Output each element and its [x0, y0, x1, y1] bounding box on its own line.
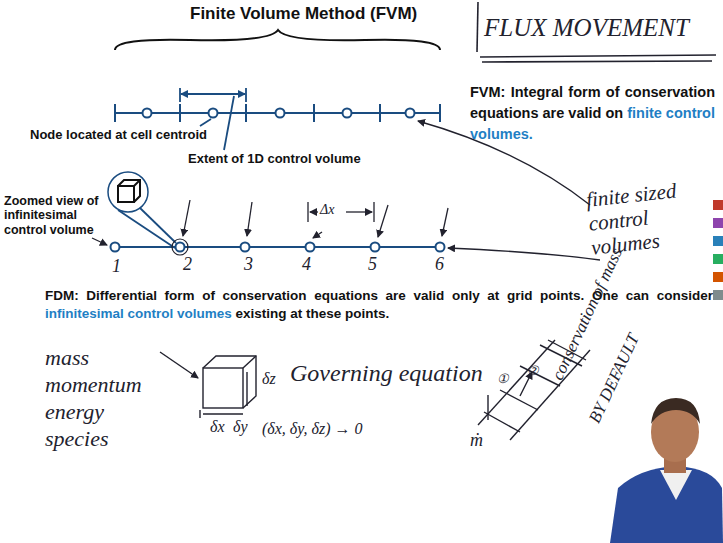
zoomed-cube — [108, 172, 188, 255]
dimension-label: δy — [233, 418, 248, 436]
handwritten-frame — [477, 2, 716, 62]
handwritten-heading: FLUX MOVEMENT — [484, 14, 689, 43]
dimension-label: Δx — [320, 202, 334, 218]
text-paragraph: FVM: Integral form of conservation equat… — [470, 82, 715, 145]
slide-title: Finite Volume Method (FVM) — [190, 4, 417, 24]
handwritten-note: finite sized control volumes — [585, 175, 712, 260]
brace — [115, 30, 440, 50]
fdm-grid — [111, 243, 445, 252]
node-number: 4 — [302, 254, 311, 275]
hand-arrows — [92, 200, 448, 245]
node-number: 1 — [112, 256, 121, 277]
handwritten-note: mass — [45, 345, 89, 370]
flow-symbol: ṁ — [470, 430, 483, 451]
handwritten-note: momentum — [45, 372, 142, 397]
node-number: 3 — [244, 254, 253, 275]
paragraph-text: existing at these points. — [236, 306, 390, 321]
handwritten-note: species — [45, 426, 109, 451]
handwritten-note: BY DEFAULT — [585, 331, 643, 426]
handwritten-formula: (δx, δy, δz) → 0 — [262, 420, 363, 438]
dimension-label: δx — [210, 418, 225, 436]
handwritten-note: energy — [45, 399, 104, 424]
text-paragraph: FDM: Differential form of conservation e… — [45, 287, 713, 323]
dimension-label: δz — [262, 370, 276, 388]
callout-label: Node located at cell centroid — [30, 128, 207, 143]
node-number: 2 — [183, 254, 192, 275]
instructor-photo — [610, 398, 723, 543]
highlighted-text: infinitesimal control volumes — [45, 306, 232, 321]
handwritten-heading: Governing equation — [290, 360, 483, 388]
toolbar-icons — [713, 200, 723, 300]
callout-label: Zoomed view of infinitesimal control vol… — [4, 194, 108, 237]
callout-label: Extent of 1D control volume — [188, 152, 361, 167]
hand-cube — [160, 352, 256, 418]
leader-arrow — [448, 248, 600, 260]
paragraph-text: FDM: Differential form of conservation e… — [45, 288, 713, 303]
fvm-grid — [115, 104, 440, 122]
node-number: 6 — [435, 254, 444, 275]
node-number: 5 — [368, 254, 377, 275]
callout-number: ① — [497, 372, 509, 387]
callout-number: ② — [527, 364, 539, 379]
